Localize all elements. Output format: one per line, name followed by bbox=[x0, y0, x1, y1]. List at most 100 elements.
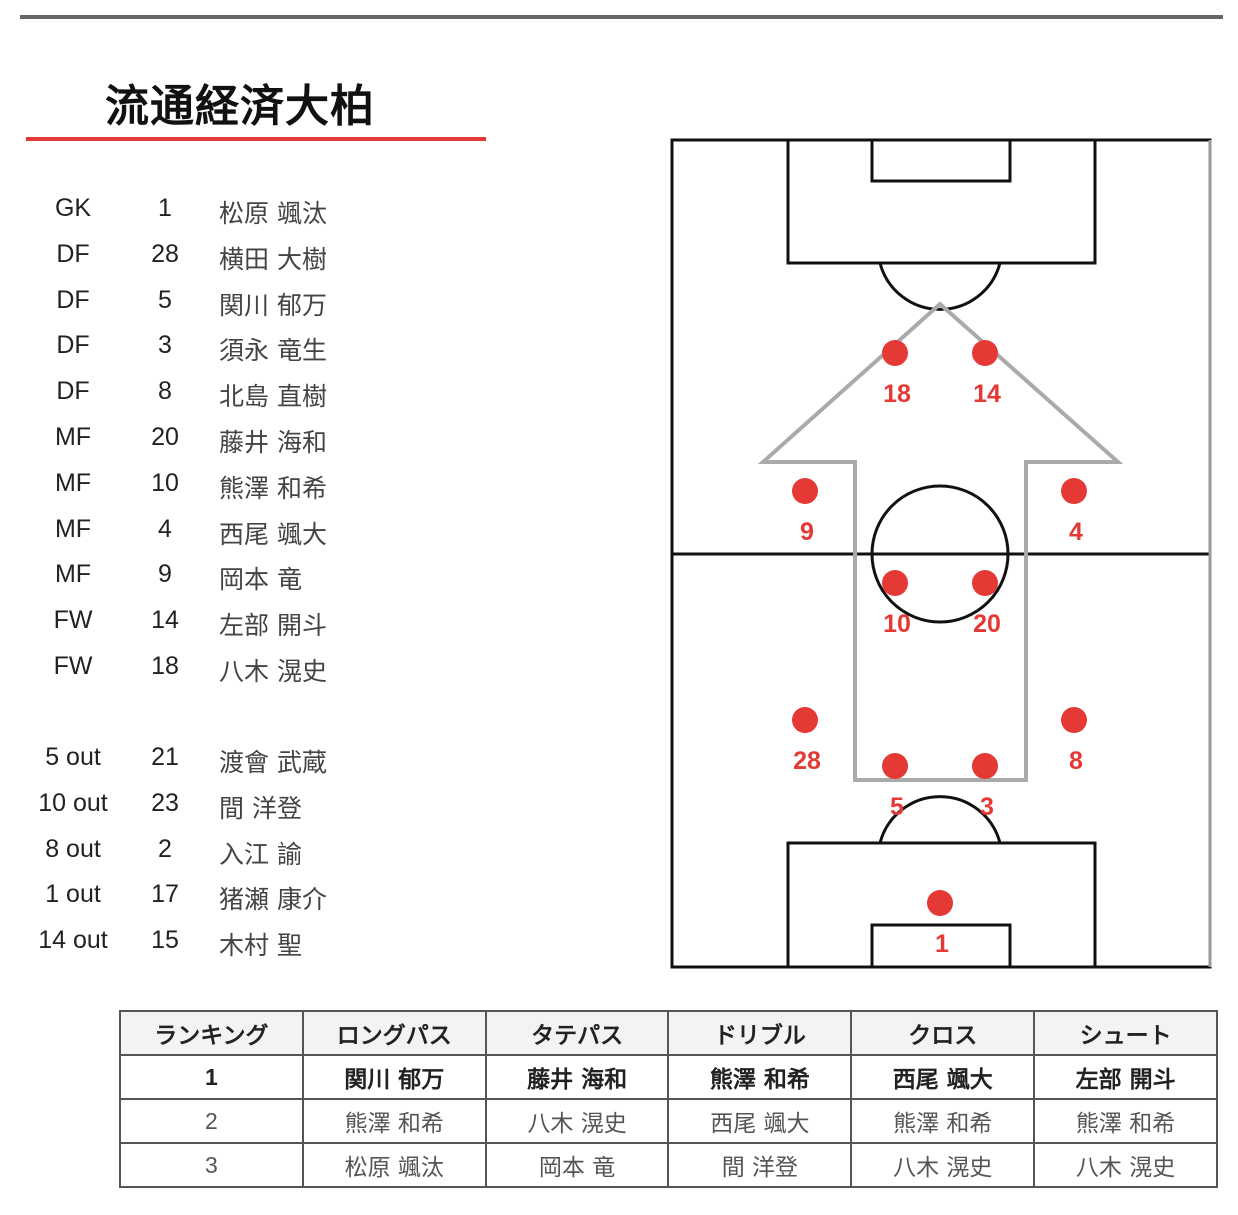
bottom-goal-area bbox=[870, 923, 1012, 969]
player-num: 17 bbox=[151, 880, 179, 909]
player-cell: 西尾 颯大 bbox=[850, 1054, 1036, 1100]
center-circle bbox=[870, 484, 1010, 624]
player-num: 8 bbox=[158, 377, 172, 406]
player-cell: 西尾 颯大 bbox=[667, 1098, 853, 1144]
player-cell: 間 洋登 bbox=[667, 1142, 853, 1188]
column-header: シュート bbox=[1033, 1010, 1218, 1056]
player-num: 15 bbox=[151, 926, 179, 955]
player-cell: 熊澤 和希 bbox=[301, 1098, 487, 1144]
column-header: ドリブル bbox=[667, 1010, 853, 1056]
rank-cell: 2 bbox=[119, 1098, 304, 1144]
player-marker bbox=[792, 478, 818, 504]
column-header: ランキング bbox=[119, 1010, 304, 1056]
player-num: 5 bbox=[158, 285, 172, 314]
player-marker bbox=[927, 890, 953, 916]
player-num: 4 bbox=[158, 514, 172, 543]
player-marker bbox=[792, 707, 818, 733]
bottom-penalty-arc bbox=[878, 795, 1002, 844]
player-marker bbox=[882, 340, 908, 366]
player-cell: 関川 郁万 bbox=[301, 1054, 487, 1100]
player-pos: GK bbox=[54, 194, 92, 222]
top-penalty-arc bbox=[878, 262, 1002, 311]
player-cell: 熊澤 和希 bbox=[850, 1098, 1036, 1144]
player-name: 関川 郁万 bbox=[219, 290, 327, 320]
player-marker bbox=[972, 340, 998, 366]
player-pos: 5 out bbox=[45, 743, 101, 771]
player-name: 間 洋登 bbox=[219, 793, 302, 823]
player-name: 松原 颯汰 bbox=[219, 199, 327, 228]
player-number-label: 8 bbox=[1069, 747, 1083, 775]
column-header: ロングパス bbox=[301, 1010, 487, 1056]
player-cell: 藤井 海和 bbox=[484, 1054, 670, 1100]
player-num: 18 bbox=[151, 652, 179, 680]
player-number-label: 18 bbox=[883, 380, 911, 408]
player-name: 岡本 竜 bbox=[219, 565, 302, 595]
player-name: 八木 滉史 bbox=[219, 657, 327, 686]
player-pos: MF bbox=[54, 423, 92, 451]
player-cell: 左部 開斗 bbox=[1033, 1054, 1218, 1100]
player-pos: FW bbox=[53, 606, 93, 635]
player-pos: 1 out bbox=[45, 880, 101, 909]
player-name: 横田 大樹 bbox=[219, 244, 327, 274]
rank-cell: 1 bbox=[119, 1054, 304, 1100]
player-cell: 松原 颯汰 bbox=[301, 1142, 487, 1188]
player-number-label: 4 bbox=[1069, 518, 1083, 546]
player-marker bbox=[882, 753, 908, 779]
column-header: クロス bbox=[850, 1010, 1036, 1056]
player-pos: DF bbox=[56, 331, 90, 360]
player-num: 23 bbox=[151, 788, 179, 817]
player-name: 熊澤 和希 bbox=[219, 473, 327, 503]
player-name: 渡會 武蔵 bbox=[219, 748, 327, 777]
player-number-label: 1 bbox=[935, 930, 949, 958]
player-pos: MF bbox=[54, 468, 92, 497]
player-marker bbox=[972, 570, 998, 596]
player-cell: 八木 滉史 bbox=[850, 1142, 1036, 1188]
player-pos: MF bbox=[54, 514, 92, 543]
player-num: 28 bbox=[151, 239, 179, 268]
player-pos: 10 out bbox=[38, 788, 108, 817]
player-number-label: 10 bbox=[883, 610, 911, 638]
player-num: 10 bbox=[151, 468, 179, 497]
player-num: 1 bbox=[158, 194, 172, 222]
top-divider bbox=[20, 15, 1223, 19]
player-number-label: 3 bbox=[980, 793, 994, 821]
player-marker bbox=[1061, 707, 1087, 733]
player-cell: 八木 滉史 bbox=[484, 1098, 670, 1144]
player-pos: 8 out bbox=[45, 834, 101, 863]
player-marker bbox=[1061, 478, 1087, 504]
attack-direction-arrow bbox=[757, 301, 1124, 782]
player-num: 3 bbox=[158, 331, 172, 360]
player-marker bbox=[882, 570, 908, 596]
player-name: 入江 諭 bbox=[219, 839, 302, 869]
player-pos: 14 out bbox=[38, 926, 108, 955]
player-num: 21 bbox=[151, 743, 179, 771]
player-name: 木村 聖 bbox=[219, 931, 302, 961]
column-header: タテパス bbox=[484, 1010, 670, 1056]
top-goal-area bbox=[870, 138, 1012, 183]
player-cell: 熊澤 和希 bbox=[667, 1054, 853, 1100]
player-pos: DF bbox=[56, 285, 90, 314]
team-title: 流通経済大柏 bbox=[105, 81, 375, 132]
player-cell: 熊澤 和希 bbox=[1033, 1098, 1218, 1144]
player-marker bbox=[972, 753, 998, 779]
title-underline bbox=[26, 137, 486, 141]
player-name: 西尾 颯大 bbox=[219, 519, 327, 549]
player-number-label: 5 bbox=[890, 793, 904, 821]
player-num: 14 bbox=[151, 606, 179, 635]
player-num: 9 bbox=[158, 560, 172, 589]
player-cell: 八木 滉史 bbox=[1033, 1142, 1218, 1188]
player-num: 20 bbox=[151, 423, 179, 451]
player-pos: DF bbox=[56, 239, 90, 268]
player-cell: 岡本 竜 bbox=[484, 1142, 670, 1188]
player-name: 左部 開斗 bbox=[219, 611, 327, 641]
player-pos: FW bbox=[53, 652, 93, 680]
player-pos: DF bbox=[56, 377, 90, 406]
player-name: 北島 直樹 bbox=[219, 382, 327, 412]
player-name: 須永 竜生 bbox=[219, 336, 327, 366]
